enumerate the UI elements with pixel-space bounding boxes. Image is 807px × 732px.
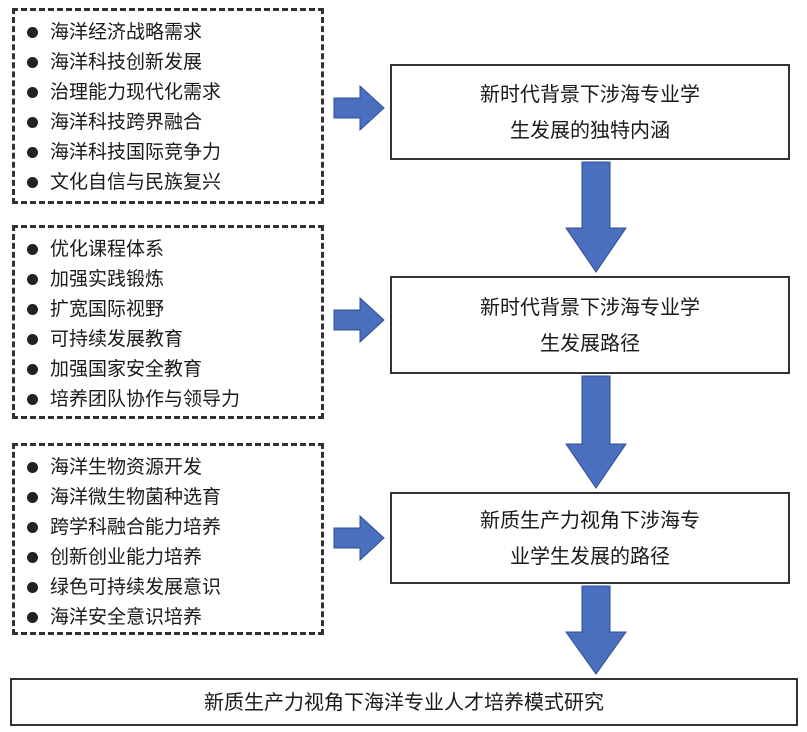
box-1-line-1: 新时代背景下涉海专业学 xyxy=(480,82,700,106)
bullet-icon xyxy=(27,611,38,623)
arrow-down-icon xyxy=(565,161,627,273)
box-development-path: 新时代背景下涉海专业学 生发展路径 xyxy=(390,276,790,374)
arrow-right-icon xyxy=(333,296,385,344)
arrow-right-icon xyxy=(333,84,385,132)
box-1-line-2: 生发展的独特内涵 xyxy=(510,118,670,142)
arrow-down-icon xyxy=(565,585,627,675)
list-item: 优化课程体系 xyxy=(23,234,321,264)
box-bottom-research: 新质生产力视角下海洋专业人才培养模式研究 xyxy=(10,678,798,726)
list-item: 治理能力现代化需求 xyxy=(23,77,321,107)
list-item: 创新创业能力培养 xyxy=(23,542,321,572)
bullet-icon xyxy=(27,26,38,38)
list-item: 绿色可持续发展意识 xyxy=(23,572,321,602)
bullet-icon xyxy=(27,521,38,533)
list-item: 海洋安全意识培养 xyxy=(23,602,321,632)
bullet-icon xyxy=(27,581,38,593)
box-2-line-1: 新时代背景下涉海专业学 xyxy=(480,295,700,319)
list-item: 海洋经济战略需求 xyxy=(23,17,321,47)
bullet-icon xyxy=(27,146,38,158)
box-unique-connotation: 新时代背景下涉海专业学 生发展的独特内涵 xyxy=(390,64,790,160)
bullet-icon xyxy=(27,551,38,563)
arrow-right-icon xyxy=(333,84,385,132)
arrow-down-icon xyxy=(565,585,627,675)
arrow-down-icon xyxy=(565,375,627,489)
bullet-icon xyxy=(27,273,38,285)
dashed-group-3: 海洋生物资源开发 海洋微生物菌种选育 跨学科融合能力培养 创新创业能力培养 绿色… xyxy=(12,443,324,635)
group-2-list: 优化课程体系 加强实践锻炼 扩宽国际视野 可持续发展教育 加强国家安全教育 培养… xyxy=(23,234,321,414)
arrow-down-icon xyxy=(565,161,627,273)
list-item: 海洋科技跨界融合 xyxy=(23,107,321,137)
group-1-list: 海洋经济战略需求 海洋科技创新发展 治理能力现代化需求 海洋科技跨界融合 海洋科… xyxy=(23,17,321,197)
box-3-line-1: 新质生产力视角下涉海专 xyxy=(480,508,700,532)
box-new-productivity-path: 新质生产力视角下涉海专 业学生发展的路径 xyxy=(390,492,790,584)
list-item: 文化自信与民族复兴 xyxy=(23,167,321,197)
box-2-line-2: 生发展路径 xyxy=(540,331,640,355)
arrow-right-icon xyxy=(333,296,385,344)
bullet-icon xyxy=(27,363,38,375)
arrow-right-icon xyxy=(333,514,385,562)
group-3-list: 海洋生物资源开发 海洋微生物菌种选育 跨学科融合能力培养 创新创业能力培养 绿色… xyxy=(23,452,321,632)
arrow-right-icon xyxy=(333,514,385,562)
bullet-icon xyxy=(27,333,38,345)
list-item: 海洋科技创新发展 xyxy=(23,47,321,77)
bullet-icon xyxy=(27,116,38,128)
bullet-icon xyxy=(27,176,38,188)
bullet-icon xyxy=(27,303,38,315)
list-item: 加强实践锻炼 xyxy=(23,264,321,294)
arrow-down-icon xyxy=(565,375,627,489)
bullet-icon xyxy=(27,243,38,255)
bullet-icon xyxy=(27,56,38,68)
list-item: 海洋科技国际竞争力 xyxy=(23,137,321,167)
bullet-icon xyxy=(27,491,38,503)
dashed-group-1: 海洋经济战略需求 海洋科技创新发展 治理能力现代化需求 海洋科技跨界融合 海洋科… xyxy=(12,8,324,204)
list-item: 培养团队协作与领导力 xyxy=(23,384,321,414)
list-item: 跨学科融合能力培养 xyxy=(23,512,321,542)
bullet-icon xyxy=(27,393,38,405)
bottom-label: 新质生产力视角下海洋专业人才培养模式研究 xyxy=(204,690,604,714)
list-item: 加强国家安全教育 xyxy=(23,354,321,384)
list-item: 海洋微生物菌种选育 xyxy=(23,482,321,512)
box-3-line-2: 业学生发展的路径 xyxy=(510,544,670,568)
list-item: 可持续发展教育 xyxy=(23,324,321,354)
bullet-icon xyxy=(27,461,38,473)
list-item: 海洋生物资源开发 xyxy=(23,452,321,482)
list-item: 扩宽国际视野 xyxy=(23,294,321,324)
bullet-icon xyxy=(27,86,38,98)
dashed-group-2: 优化课程体系 加强实践锻炼 扩宽国际视野 可持续发展教育 加强国家安全教育 培养… xyxy=(12,225,324,419)
